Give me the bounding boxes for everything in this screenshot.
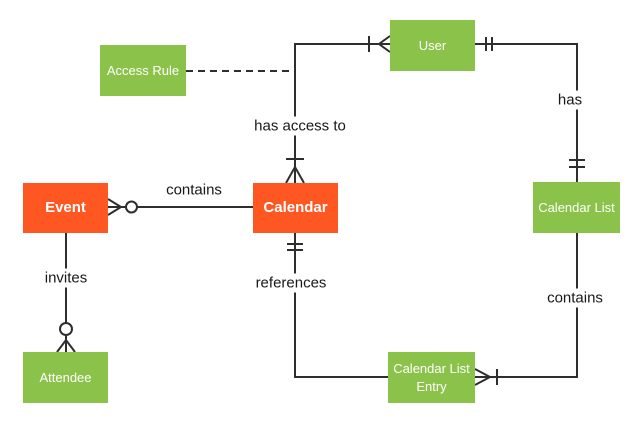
relationship-label-contains-entries: contains	[543, 288, 607, 308]
entity-event-label: Event	[45, 198, 86, 216]
entity-calendar-list-entry: Calendar List Entry	[388, 352, 475, 403]
relationship-label-has: has	[553, 90, 587, 110]
connector-event-calendar	[107, 198, 253, 216]
entity-calendar: Calendar	[253, 183, 338, 233]
connector-calendar-list-entry	[474, 233, 578, 386]
relationship-label-invites: invites	[40, 268, 92, 288]
connector-event-attendee	[56, 233, 76, 353]
entity-calendar-list-label: Calendar List	[538, 199, 615, 215]
entity-user: User	[390, 20, 475, 71]
connector-user-calendar	[285, 35, 391, 184]
entity-calendar-list-entry-label: Calendar List Entry	[393, 360, 470, 394]
entity-access-rule: Access Rule	[100, 45, 186, 96]
connector-calendar-entry	[287, 233, 388, 378]
connector-user-calendar-list	[475, 37, 585, 182]
entity-access-rule-label: Access Rule	[106, 62, 180, 78]
entity-user-label: User	[418, 37, 447, 53]
relationship-label-contains-events: contains	[162, 180, 226, 200]
entity-attendee-label: Attendee	[39, 369, 92, 385]
relationship-label-has-access-to: has access to	[250, 116, 350, 136]
entity-calendar-list: Calendar List	[533, 182, 620, 233]
relationship-label-references: references	[251, 273, 331, 293]
entity-calendar-label: Calendar	[263, 198, 328, 216]
entity-event: Event	[23, 183, 108, 233]
entity-attendee: Attendee	[23, 352, 108, 403]
